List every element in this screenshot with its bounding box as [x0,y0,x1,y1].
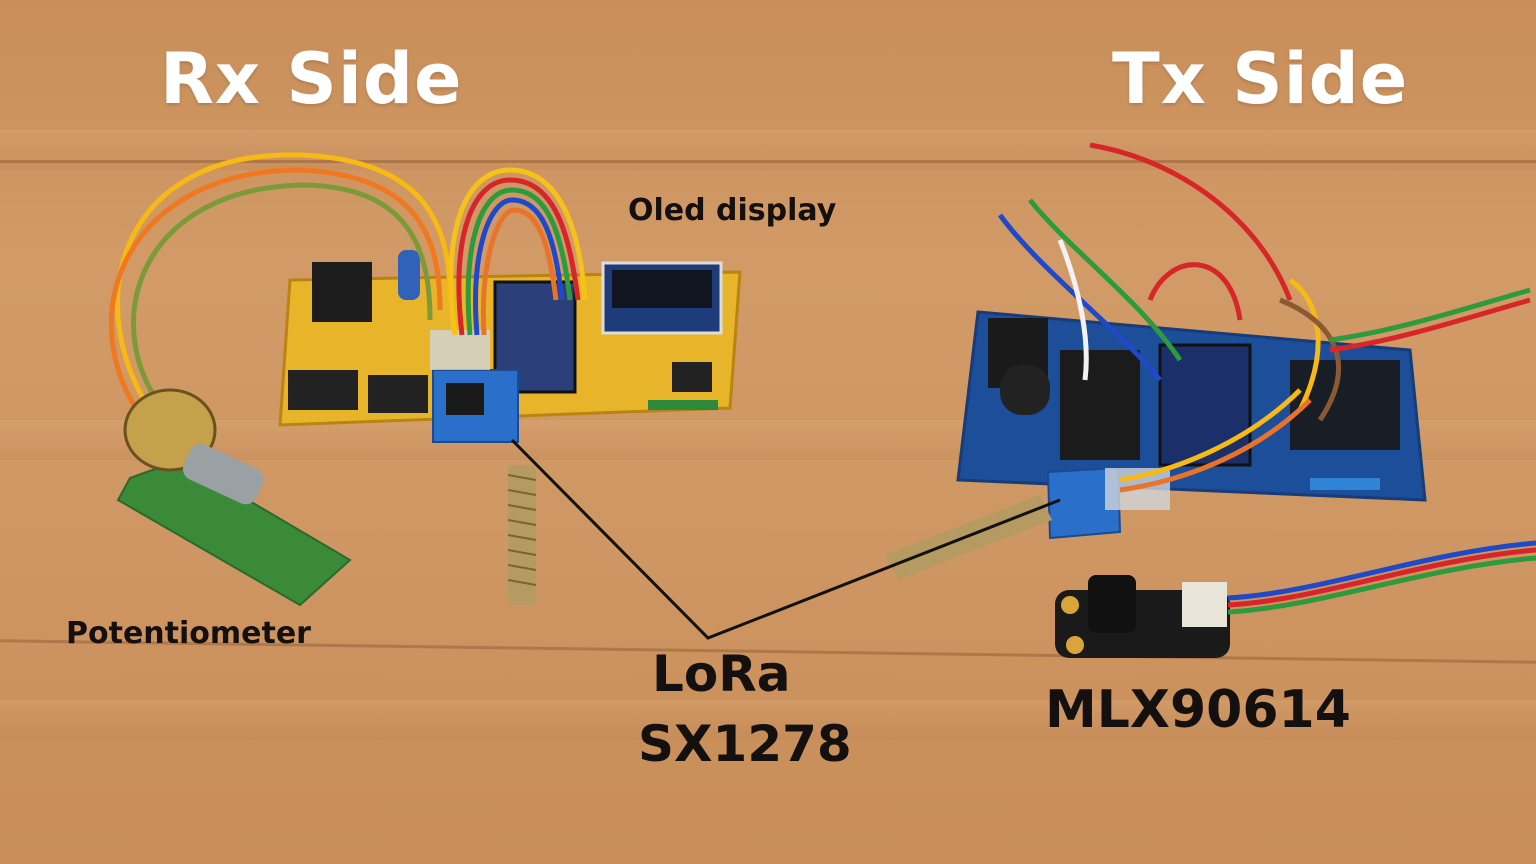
dc-jack [312,262,372,322]
wood-grain [0,130,1536,170]
potentiometer-assembly [116,388,352,607]
rx-wires [108,152,588,417]
wood-grain [0,700,1536,740]
oled-display-label: Oled display [628,193,837,228]
mlx90614-label: MLX90614 [1045,680,1351,740]
tx-antenna [885,495,1052,580]
tx-wires [997,142,1531,493]
potentiometer-label: Potentiometer [66,616,311,651]
tx-board [956,310,1427,502]
rx-antenna [507,465,537,605]
rx-board [278,250,742,427]
rx-lora-module [430,330,519,443]
tx-lora-module [1046,466,1170,540]
lora-label: LoRa [652,645,791,703]
wood-seam [0,160,1536,163]
tx-side-label: Tx Side [1112,38,1409,120]
lora-pointer-lines [510,438,1061,640]
mlx90614-sensor [1055,540,1536,658]
sx1278-label: SX1278 [638,715,852,773]
rx-side-label: Rx Side [160,38,463,120]
capacitor [398,250,420,300]
